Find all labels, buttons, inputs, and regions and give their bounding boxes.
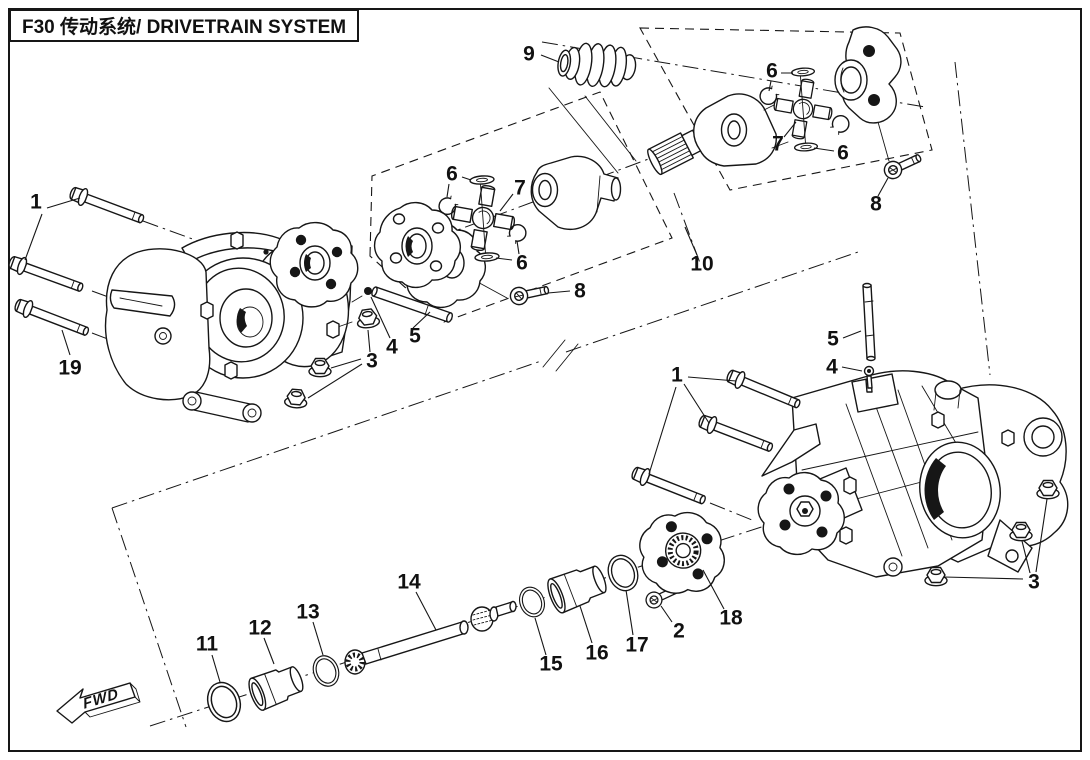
callout-19: 19 [58, 356, 82, 380]
callout-6-b: 6 [516, 251, 528, 275]
callout-6-a: 6 [446, 162, 458, 186]
callout-8-a: 8 [574, 279, 586, 303]
callout-14: 14 [397, 570, 421, 594]
callout-1-left: 1 [30, 190, 42, 214]
callout-7-b: 7 [772, 132, 784, 156]
vent-fitting-left [351, 287, 372, 303]
callout-15: 15 [539, 652, 563, 676]
page-frame [8, 8, 1082, 752]
callout-2: 2 [673, 619, 685, 643]
callout-1-right: 1 [671, 363, 683, 387]
title-block: F30 传动系统/ DRIVETRAIN SYSTEM [9, 9, 359, 42]
callout-6-c: 6 [766, 59, 778, 83]
callout-7-a: 7 [514, 176, 526, 200]
breather-pipe-right [862, 282, 876, 362]
rear-gearbox [757, 370, 1069, 578]
callout-5-right: 5 [827, 327, 839, 351]
drive-shaft-kit [201, 511, 725, 728]
callout-6-d: 6 [837, 141, 849, 165]
callout-18: 18 [719, 606, 743, 630]
callout-12: 12 [248, 616, 272, 640]
callout-3-left: 3 [366, 349, 378, 373]
breather-pipe-left [371, 286, 453, 323]
front-gearbox [104, 221, 359, 423]
callout-4-right: 4 [826, 355, 838, 379]
callout-16: 16 [585, 641, 609, 665]
callout-3-right: 3 [1028, 570, 1040, 594]
propshaft-front-section [373, 155, 622, 309]
callout-leaders [24, 54, 1048, 683]
page-title: F30 传动系统/ DRIVETRAIN SYSTEM [22, 17, 347, 38]
callout-17: 17 [625, 633, 649, 657]
vent-fitting-right [863, 365, 875, 389]
callout-10: 10 [690, 252, 714, 276]
fwd-arrow [56, 682, 141, 724]
callout-13: 13 [296, 600, 320, 624]
propshaft-rear-section [557, 26, 902, 176]
callout-5-left: 5 [409, 324, 421, 348]
callout-8-b: 8 [870, 192, 882, 216]
callout-4-left: 4 [386, 335, 398, 359]
callout-11: 11 [195, 632, 219, 656]
callout-9: 9 [523, 42, 535, 66]
